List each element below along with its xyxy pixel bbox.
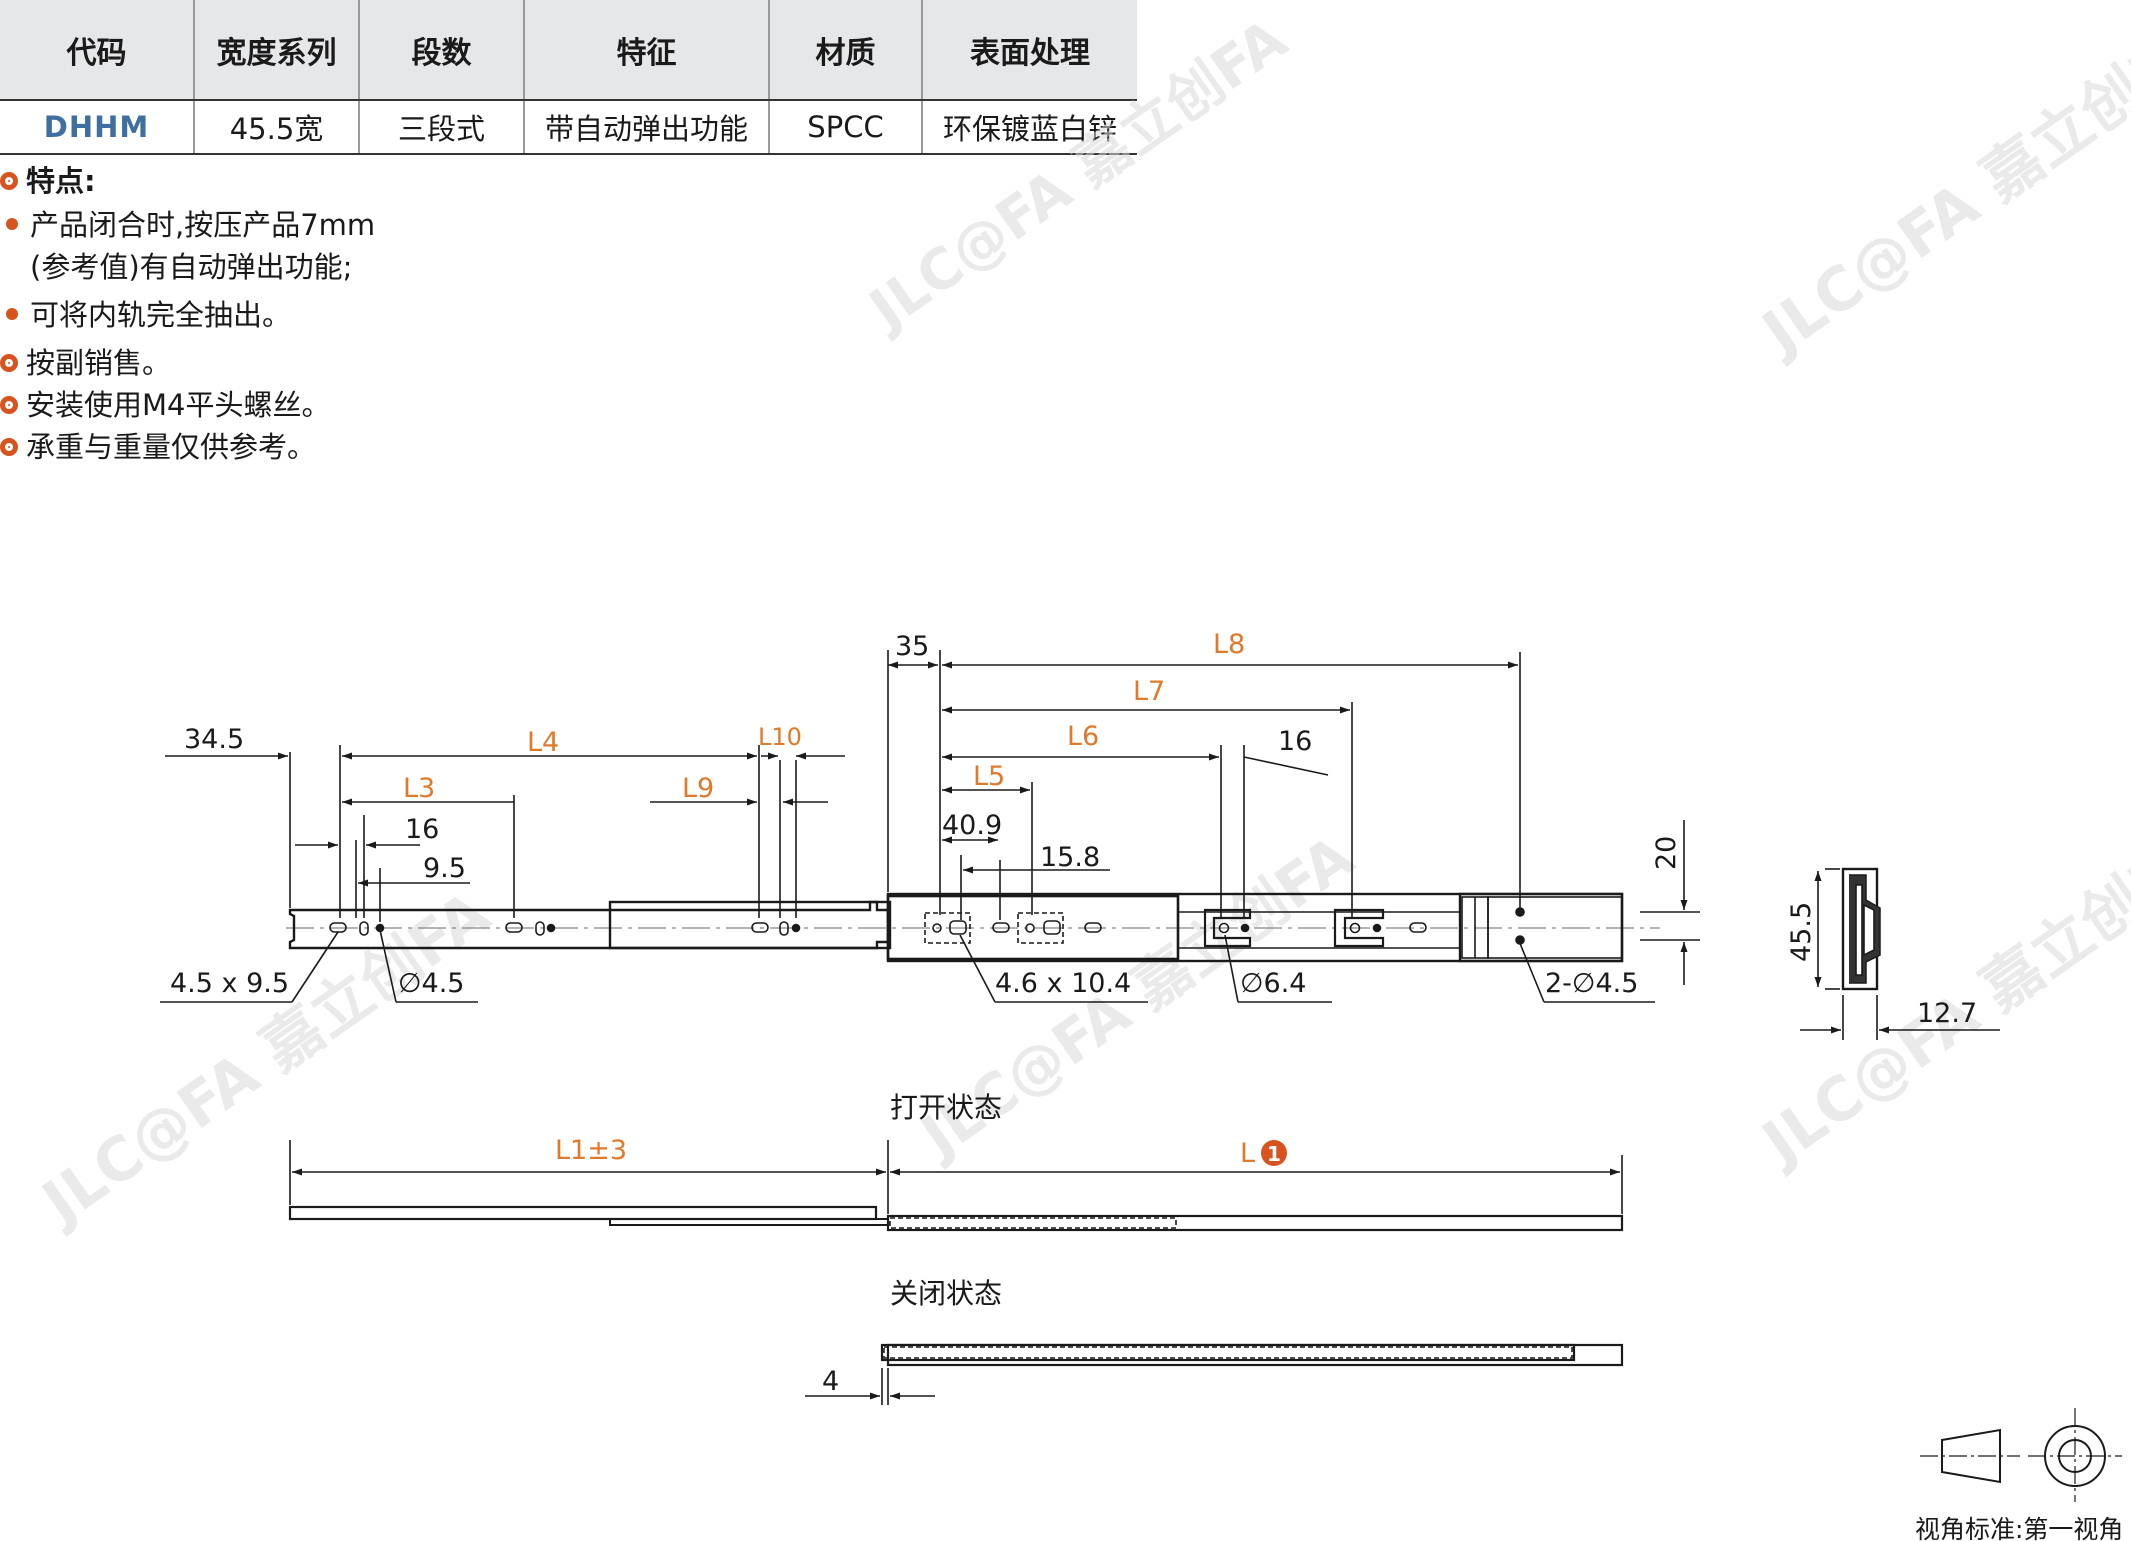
dim-35: 35 xyxy=(895,631,929,662)
view-standard-label: 视角标准:第一视角 xyxy=(1915,1515,2123,1541)
dim-L3: L3 xyxy=(403,773,435,804)
feature-list: 特点: 产品闭合时,按压产品7mm (参考值)有自动弹出功能; 可将内轨完全抽出… xyxy=(0,160,375,468)
dim-4: 4 xyxy=(822,1366,839,1397)
dim-16b: 16 xyxy=(1278,726,1312,757)
dim-slot-4-6x10-4: 4.6 x 10.4 xyxy=(995,968,1131,999)
feature-item: 安装使用M4平头螺丝。 xyxy=(0,384,375,426)
bullet-ring-icon xyxy=(0,354,18,372)
note-badge-icon xyxy=(1261,1140,1287,1166)
bullet-dot-icon xyxy=(6,308,18,320)
table-header-row: 代码 宽度系列 段数 特征 材质 表面处理 xyxy=(0,0,1137,101)
cell-feature: 带自动弹出功能 xyxy=(524,100,770,155)
cell-surface: 环保镀蓝白锌 xyxy=(922,100,1137,155)
dim-L5: L5 xyxy=(973,761,1005,792)
bullet-dot-icon xyxy=(6,218,18,230)
bullet-ring-icon xyxy=(0,396,18,414)
spec-table: 代码 宽度系列 段数 特征 材质 表面处理 DHHM 45.5宽 三段式 带自动… xyxy=(0,0,1137,155)
header-width-series: 宽度系列 xyxy=(194,0,360,101)
table-row: DHHM 45.5宽 三段式 带自动弹出功能 SPCC 环保镀蓝白锌 xyxy=(0,100,1137,155)
dim-L8: L8 xyxy=(1213,629,1245,660)
header-surface: 表面处理 xyxy=(922,0,1137,101)
cell-width-series: 45.5宽 xyxy=(194,100,360,155)
dim-hole-4-5: ∅4.5 xyxy=(398,968,464,999)
header-feature: 特征 xyxy=(524,0,770,101)
dim-20: 20 xyxy=(1651,836,1682,870)
dim-L6: L6 xyxy=(1067,721,1099,752)
dim-45-5: 45.5 xyxy=(1786,902,1817,962)
header-material: 材质 xyxy=(769,0,923,101)
feature-item: 承重与重量仅供参考。 xyxy=(0,426,375,468)
header-code: 代码 xyxy=(0,0,195,101)
label-open-state: 打开状态 xyxy=(890,1091,1002,1124)
dim-slot-4-5x9-5: 4.5 x 9.5 xyxy=(170,968,289,999)
cell-code[interactable]: DHHM xyxy=(0,100,195,155)
dim-hole-6-4: ∅6.4 xyxy=(1240,968,1306,999)
dim-12-7: 12.7 xyxy=(1917,998,1977,1029)
bullet-ring-icon xyxy=(0,438,18,456)
bullet-ring-icon xyxy=(0,172,18,190)
dim-2-hole-4-5: 2-∅4.5 xyxy=(1545,968,1638,999)
cell-sections: 三段式 xyxy=(359,100,525,155)
feature-title: 特点: xyxy=(0,160,375,202)
dim-34-5: 34.5 xyxy=(184,724,244,755)
dim-L10: L10 xyxy=(758,723,802,751)
dim-L: L xyxy=(1240,1138,1255,1169)
label-closed-state: 关闭状态 xyxy=(890,1277,1002,1310)
dim-L4: L4 xyxy=(527,727,559,758)
dim-9-5: 9.5 xyxy=(423,853,466,884)
feature-item: 按副销售。 xyxy=(0,342,375,384)
dim-40-9: 40.9 xyxy=(942,810,1002,841)
feature-sub-item: 产品闭合时,按压产品7mm (参考值)有自动弹出功能; xyxy=(0,204,375,288)
header-sections: 段数 xyxy=(359,0,525,101)
dim-L1: L1±3 xyxy=(555,1135,627,1166)
feature-sub-item: 可将内轨完全抽出。 xyxy=(0,294,375,336)
dim-L7: L7 xyxy=(1133,676,1165,707)
dim-16a: 16 xyxy=(405,814,439,845)
note-badge-number: 1 xyxy=(1267,1142,1281,1166)
dim-L9: L9 xyxy=(682,773,714,804)
cell-material: SPCC xyxy=(769,100,923,155)
dim-15-8: 15.8 xyxy=(1040,842,1100,873)
